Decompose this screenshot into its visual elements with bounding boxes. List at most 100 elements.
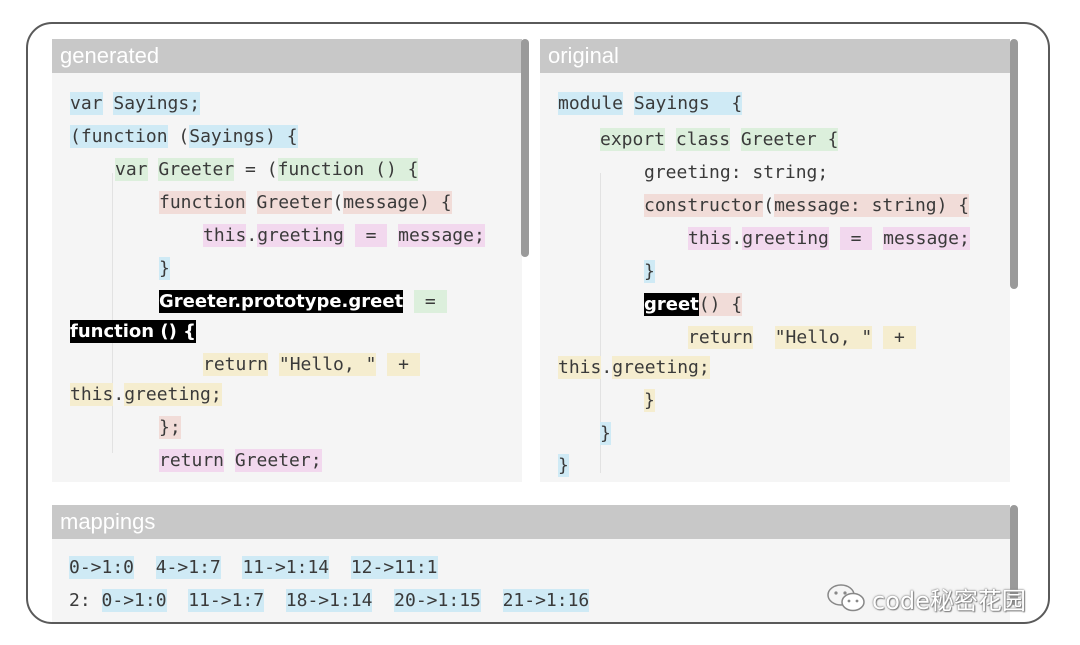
code-token[interactable]: constructor bbox=[644, 194, 764, 217]
code-token[interactable]: module bbox=[558, 92, 624, 115]
code-token[interactable]: 20->1:15 bbox=[394, 589, 481, 612]
code-token[interactable]: greeting bbox=[124, 383, 211, 406]
code-token[interactable]: greeting bbox=[742, 227, 829, 250]
code-token[interactable]: 11->1:14 bbox=[242, 556, 330, 579]
code-token[interactable]: . bbox=[113, 384, 125, 405]
code-token[interactable]: "Hello, " bbox=[774, 326, 873, 349]
code-token[interactable] bbox=[134, 556, 156, 579]
code-token[interactable]: + bbox=[883, 326, 916, 349]
code-line[interactable]: } bbox=[159, 256, 170, 282]
code-token[interactable]: } bbox=[600, 422, 611, 445]
code-token[interactable]: = bbox=[414, 290, 447, 313]
code-line[interactable]: }; bbox=[159, 415, 181, 441]
code-token[interactable]: ; bbox=[473, 224, 485, 247]
code-line[interactable]: Greeter.prototype.greet = bbox=[159, 289, 447, 315]
code-token[interactable]: ; bbox=[210, 383, 222, 406]
original-scrollbar[interactable] bbox=[1010, 39, 1018, 289]
code-token[interactable]: ( bbox=[70, 125, 81, 148]
code-token[interactable]: export bbox=[600, 128, 666, 151]
code-token[interactable] bbox=[753, 326, 775, 349]
code-line[interactable]: } bbox=[558, 453, 569, 479]
code-token[interactable]: this bbox=[688, 227, 732, 250]
code-line[interactable]: this.greeting = message; bbox=[203, 223, 485, 249]
code-token[interactable]: = bbox=[354, 224, 388, 247]
code-token[interactable]: ( bbox=[763, 195, 775, 216]
code-token[interactable]: Sayings bbox=[189, 125, 266, 148]
code-token[interactable]: message bbox=[883, 227, 959, 250]
code-token[interactable]: = ( bbox=[234, 159, 278, 180]
code-token[interactable]: ; bbox=[169, 416, 181, 439]
code-token[interactable] bbox=[829, 227, 840, 250]
code-token[interactable] bbox=[730, 128, 741, 151]
code-token[interactable] bbox=[403, 290, 414, 313]
code-line[interactable]: } bbox=[644, 388, 655, 414]
code-token[interactable]: Greeter bbox=[256, 191, 333, 214]
generated-code[interactable]: var Sayings;(function (Sayings) {var Gre… bbox=[52, 73, 522, 482]
code-line[interactable]: (function (Sayings) { bbox=[70, 124, 298, 150]
code-token[interactable] bbox=[387, 224, 398, 247]
code-token[interactable]: } bbox=[159, 257, 170, 280]
code-token[interactable]: this bbox=[558, 356, 602, 379]
code-token[interactable]: . bbox=[246, 225, 258, 246]
code-token[interactable]: . bbox=[731, 228, 743, 249]
code-line[interactable]: return "Hello, " + bbox=[203, 352, 420, 378]
code-token[interactable]: var bbox=[115, 158, 148, 181]
selected-token[interactable]: greet bbox=[644, 293, 699, 316]
code-token[interactable] bbox=[481, 589, 503, 612]
code-token[interactable]: () { bbox=[364, 158, 419, 181]
code-token[interactable]: ( bbox=[332, 192, 344, 213]
code-token[interactable]: message bbox=[343, 191, 420, 214]
code-token[interactable]: var bbox=[70, 92, 103, 115]
code-token[interactable]: + bbox=[387, 353, 420, 376]
selected-token[interactable]: Greeter.prototype.greet bbox=[159, 290, 404, 313]
code-token[interactable] bbox=[872, 326, 883, 349]
code-token[interactable]: return bbox=[159, 449, 225, 472]
code-token[interactable]: ) { bbox=[419, 191, 452, 214]
code-line[interactable]: var Sayings; bbox=[70, 91, 201, 117]
code-token[interactable]: Greeter bbox=[740, 128, 817, 151]
code-token[interactable]: ; bbox=[189, 92, 201, 115]
code-line[interactable]: return Greeter; bbox=[159, 448, 322, 474]
code-token[interactable]: ; bbox=[698, 356, 710, 379]
code-line[interactable]: function () { bbox=[70, 319, 196, 345]
code-token[interactable]: } bbox=[159, 416, 170, 439]
code-line[interactable]: function Greeter(message) { bbox=[159, 190, 452, 216]
code-token[interactable]: greeting bbox=[612, 356, 699, 379]
code-token[interactable]: Sayings bbox=[113, 92, 190, 115]
code-token[interactable]: ) { bbox=[936, 194, 970, 217]
code-token[interactable]: Greeter bbox=[234, 449, 311, 472]
generated-panel[interactable]: generated var Sayings;(function (Sayings… bbox=[52, 39, 522, 482]
code-token[interactable]: message: string bbox=[774, 194, 937, 217]
code-token[interactable]: { bbox=[816, 128, 839, 151]
code-token[interactable]: greeting: string; bbox=[644, 162, 829, 183]
code-token[interactable]: this bbox=[203, 224, 247, 247]
original-panel[interactable]: original module Sayings {export class Gr… bbox=[540, 39, 1010, 482]
code-line[interactable]: var Greeter = (function () { bbox=[115, 157, 419, 183]
code-token[interactable]: = bbox=[839, 227, 873, 250]
code-token[interactable]: return bbox=[203, 353, 269, 376]
code-token[interactable] bbox=[103, 92, 114, 115]
code-token[interactable]: . bbox=[601, 357, 613, 378]
code-token[interactable] bbox=[268, 353, 279, 376]
code-token[interactable]: this bbox=[70, 383, 114, 406]
code-line[interactable]: greeting: string; bbox=[644, 160, 828, 186]
mappings-scrollbar[interactable] bbox=[1010, 505, 1018, 605]
code-token[interactable]: 4->1:7 bbox=[155, 556, 221, 579]
code-line[interactable]: export class Greeter { bbox=[600, 127, 839, 153]
code-token[interactable]: function bbox=[277, 158, 365, 181]
code-line[interactable]: this.greeting; bbox=[70, 382, 222, 408]
code-token[interactable] bbox=[872, 227, 883, 250]
code-line[interactable]: } bbox=[644, 259, 655, 285]
code-token[interactable]: 0->1:0 bbox=[69, 556, 135, 579]
code-token[interactable] bbox=[665, 128, 676, 151]
code-token[interactable] bbox=[344, 224, 355, 247]
code-token[interactable]: () { bbox=[698, 293, 743, 316]
code-token[interactable]: Greeter bbox=[158, 158, 235, 181]
code-token[interactable] bbox=[623, 92, 634, 115]
code-line[interactable]: constructor(message: string) { bbox=[644, 193, 970, 219]
code-token[interactable]: 12->11:1 bbox=[350, 556, 438, 579]
code-token[interactable]: 11->1:7 bbox=[188, 589, 265, 612]
code-token[interactable]: greeting bbox=[257, 224, 344, 247]
code-token[interactable] bbox=[329, 556, 351, 579]
